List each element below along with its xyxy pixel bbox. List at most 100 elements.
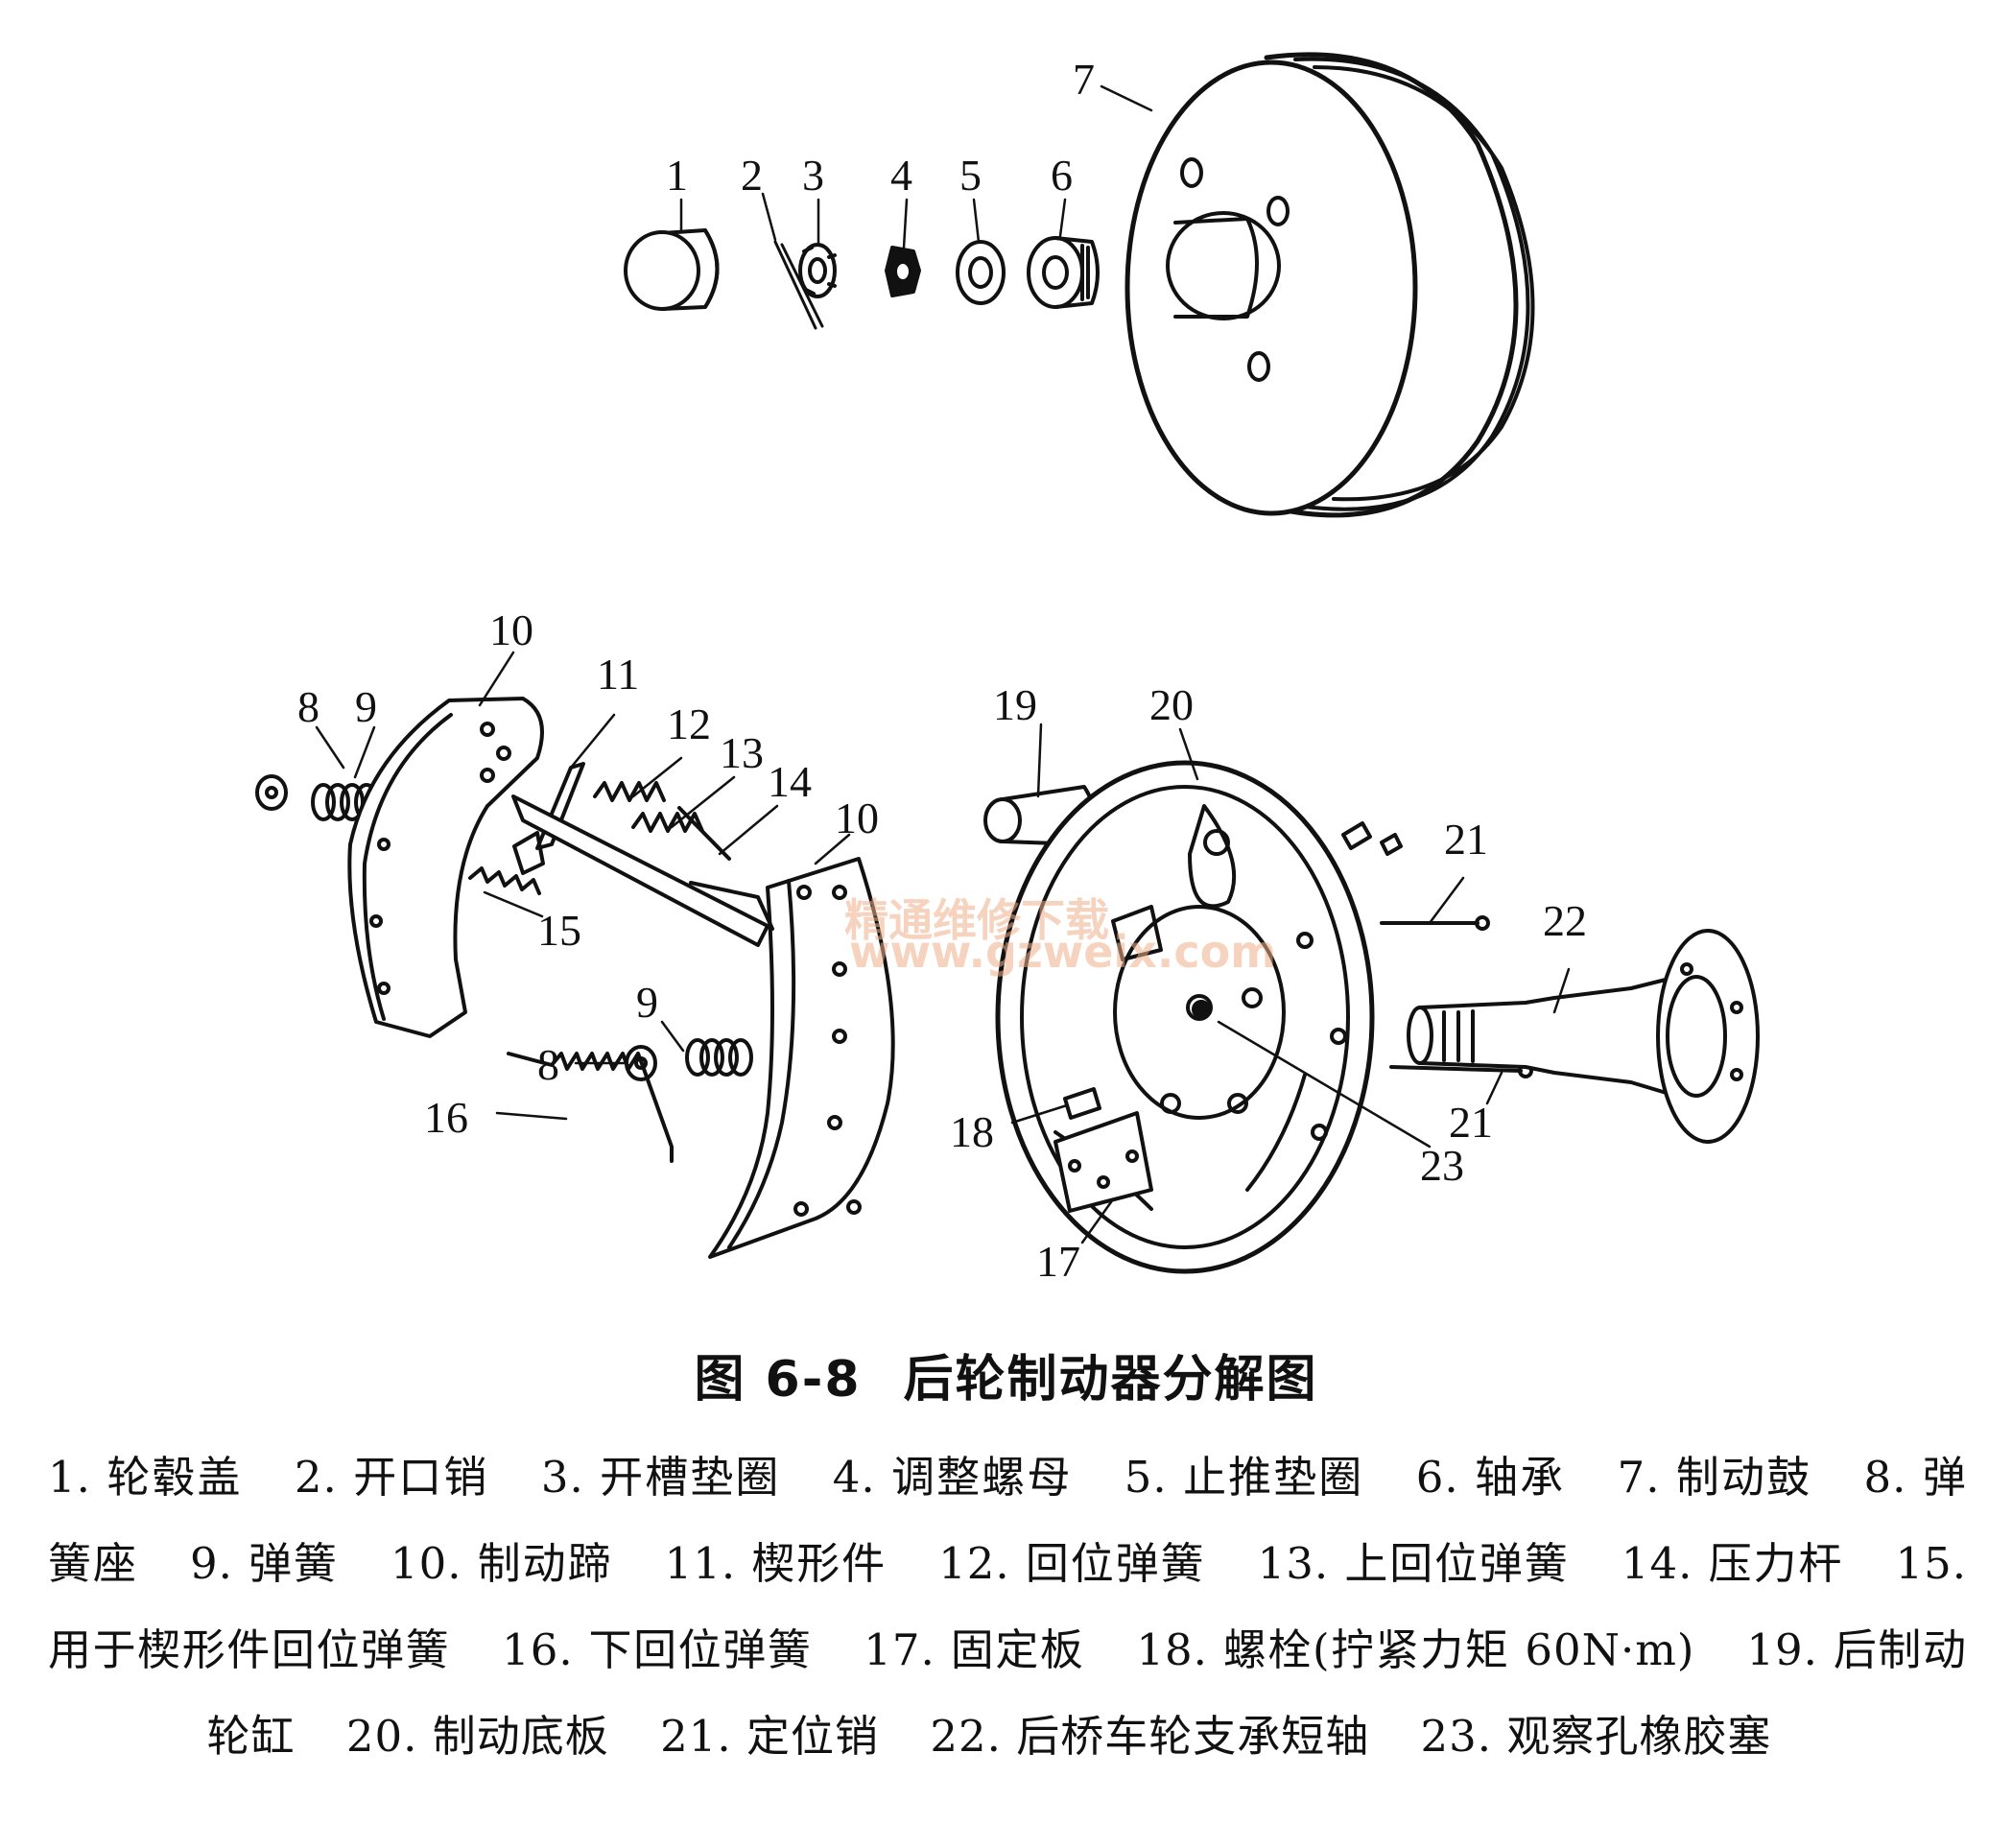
legend-item-number: 16.	[502, 1624, 574, 1675]
callout-3: 3	[802, 151, 824, 200]
legend-item-label: 压力杆	[1708, 1538, 1844, 1589]
legend-item-label: 用于楔形件回位弹簧	[48, 1624, 451, 1675]
callout-21a: 21	[1444, 815, 1488, 864]
legend-item: 6. 轴承	[1416, 1452, 1565, 1503]
figure-caption: 图 6-8 后轮制动器分解图	[0, 1339, 2012, 1410]
callout-4: 4	[890, 151, 912, 200]
legend-item-number: 22.	[930, 1711, 1002, 1762]
inspection-hole-plug	[1192, 1000, 1211, 1019]
hub-cap	[624, 228, 720, 311]
callout-12: 12	[667, 699, 711, 748]
legend-item: 23. 观察孔橡胶塞	[1421, 1711, 1772, 1762]
legend-item: 8. 弹簧座	[48, 1452, 1967, 1589]
legend-item-number: 14.	[1621, 1538, 1693, 1589]
legend-item-label: 止推垫圈	[1183, 1452, 1364, 1503]
legend-item: 10. 制动蹄	[391, 1538, 612, 1589]
leader-lines	[315, 84, 1571, 1244]
legend-item-number: 5.	[1124, 1452, 1168, 1503]
legend-item: 11. 楔形件	[665, 1538, 887, 1589]
legend-item: 1. 轮毂盖	[48, 1452, 243, 1503]
legend-item: 5. 止推垫圈	[1124, 1452, 1364, 1503]
callout-10b: 10	[835, 794, 879, 842]
legend-item-number: 11.	[664, 1538, 737, 1589]
callout-10a: 10	[489, 605, 533, 654]
legend-item-label: 定位销	[746, 1711, 879, 1762]
callout-16: 16	[424, 1093, 468, 1142]
legend-item-label: 下回位弹簧	[588, 1624, 813, 1675]
legend-item: 19. 后制动轮缸	[207, 1624, 1967, 1762]
legend-item: 17. 固定板	[864, 1624, 1084, 1675]
legend-item: 16. 下回位弹簧	[502, 1624, 812, 1675]
legend-item-number: 8.	[1863, 1452, 1907, 1503]
wedge-return-spring	[468, 866, 541, 895]
legend-item: 7. 制动鼓	[1618, 1452, 1812, 1503]
legend-item-number: 18.	[1136, 1624, 1208, 1675]
watermark-name: 精通维修下载	[844, 894, 1109, 946]
callout-11: 11	[597, 650, 639, 699]
slotted-washer	[798, 243, 837, 298]
legend-item: 15. 用于楔形件回位弹簧	[48, 1538, 1967, 1675]
legend-item: 13. 上回位弹簧	[1258, 1538, 1570, 1589]
callout-2: 2	[741, 151, 763, 200]
legend-item: 4. 调整螺母	[833, 1452, 1073, 1503]
brake-shoe-right	[708, 857, 895, 1259]
legend-item-label: 观察孔橡胶塞	[1506, 1711, 1772, 1762]
legend-item-label: 弹簧	[249, 1538, 339, 1589]
stub-axle	[1407, 929, 1760, 1144]
legend-item-number: 1.	[48, 1452, 91, 1503]
fixing-plate	[1053, 1111, 1153, 1213]
legend-item-label: 上回位弹簧	[1344, 1538, 1570, 1589]
callout-21b: 21	[1449, 1098, 1493, 1147]
legend-item-label: 调整螺母	[891, 1452, 1073, 1503]
legend-item-label: 固定板	[950, 1624, 1085, 1675]
legend-item-label: 制动鼓	[1675, 1452, 1812, 1503]
figure-number: 图 6-8	[694, 1351, 862, 1409]
exploded-diagram: 精通维修下载 www.gzweix.com 1 2 3 4 5 6 7 8 9 …	[255, 52, 1760, 1286]
brake-backing-plate	[995, 760, 1375, 1274]
legend-item: 18. 螺栓(拧紧力矩 60N·m)	[1136, 1624, 1694, 1675]
callout-20: 20	[1149, 680, 1194, 729]
legend-item-label: 螺栓(拧紧力矩 60N·m)	[1222, 1624, 1695, 1675]
parts-legend: 1. 轮毂盖 2. 开口销 3. 开槽垫圈 4. 调整螺母 5. 止推垫圈 6.…	[48, 1434, 1967, 1780]
legend-item-number: 23.	[1420, 1711, 1493, 1762]
legend-item: 3. 开槽垫圈	[541, 1452, 781, 1503]
wheel-bearing	[1027, 236, 1100, 309]
callout-15: 15	[537, 906, 581, 955]
legend-item-number: 20.	[345, 1711, 418, 1762]
legend-item-number: 4.	[832, 1452, 876, 1503]
callout-14: 14	[768, 757, 812, 806]
return-spring	[593, 781, 731, 861]
legend-item-number: 10.	[391, 1538, 462, 1589]
legend-item: 9. 弹簧	[190, 1538, 339, 1589]
legend-item: 2. 开口销	[295, 1452, 489, 1503]
legend-item-number: 15.	[1895, 1538, 1968, 1589]
callout-8a: 8	[297, 682, 320, 731]
legend-item-label: 回位弹簧	[1025, 1538, 1206, 1589]
legend-item-label: 轮毂盖	[107, 1452, 243, 1503]
legend-item-label: 楔形件	[751, 1538, 887, 1589]
callout-18: 18	[950, 1107, 994, 1156]
legend-item-number: 2.	[294, 1452, 338, 1503]
figure-title: 后轮制动器分解图	[903, 1351, 1318, 1409]
legend-item-number: 12.	[938, 1538, 1010, 1589]
legend-item: 21. 定位销	[660, 1711, 879, 1762]
legend-item-label: 开槽垫圈	[600, 1452, 781, 1503]
legend-item-number: 9.	[189, 1538, 233, 1589]
legend-item: 20. 制动底板	[346, 1711, 609, 1762]
callout-labels: 1 2 3 4 5 6 7 8 9 10 11 12 13 14 10 15 8…	[297, 55, 1587, 1286]
legend-item: 22. 后桥车轮支承短轴	[930, 1711, 1369, 1762]
legend-item-number: 3.	[540, 1452, 584, 1503]
callout-22: 22	[1543, 896, 1587, 945]
legend-item: 14. 压力杆	[1621, 1538, 1843, 1589]
lower-return-spring	[507, 1052, 674, 1163]
callout-9b: 9	[636, 978, 658, 1027]
legend-item-number: 17.	[864, 1624, 935, 1675]
adjusting-nut	[885, 246, 921, 297]
legend-item-label: 制动底板	[432, 1711, 609, 1762]
callout-23: 23	[1420, 1141, 1464, 1190]
legend-item: 12. 回位弹簧	[938, 1538, 1205, 1589]
callout-7: 7	[1073, 55, 1095, 104]
brake-drum	[1124, 52, 1535, 518]
callout-1: 1	[666, 151, 688, 200]
legend-item-number: 13.	[1257, 1538, 1330, 1589]
